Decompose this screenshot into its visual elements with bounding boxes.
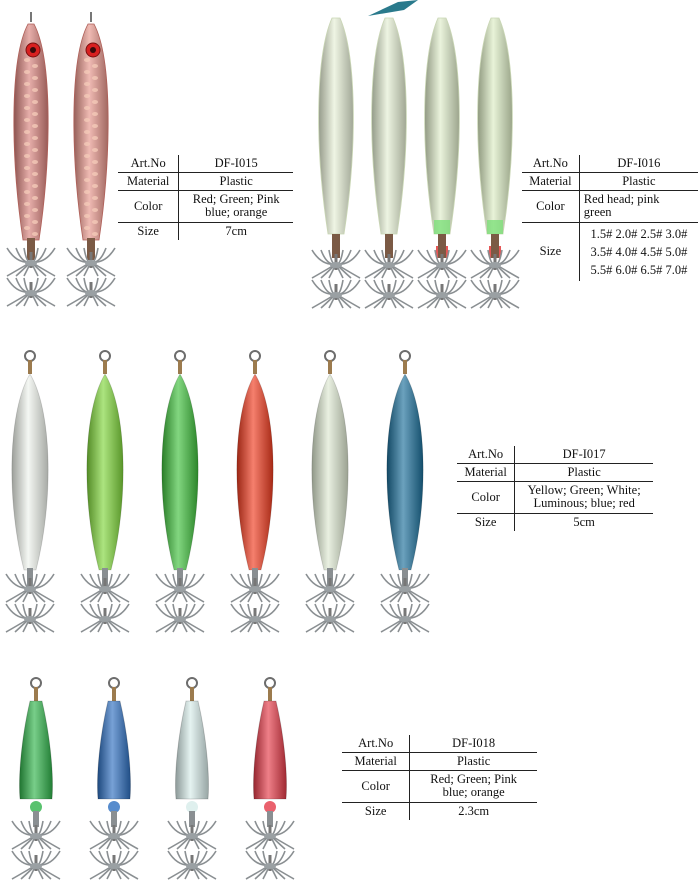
lure-image: [75, 350, 135, 640]
value-art-no: DF-I018: [409, 735, 537, 754]
label-color: Color: [522, 190, 580, 223]
value-size: 7cm: [225, 223, 247, 238]
lure-image: [162, 675, 222, 885]
value-size: 1.5# 2.0# 2.5# 3.0#3.5# 4.0# 4.5# 5.0#5.…: [590, 226, 688, 277]
lure-image: [63, 10, 119, 307]
label-color: Color: [457, 481, 516, 514]
lure-image: [0, 350, 60, 640]
lure-image: [310, 14, 362, 309]
label-material: Material: [522, 172, 580, 192]
label-size: Size: [457, 513, 516, 531]
value-material: Plastic: [409, 752, 537, 772]
value-size: 5cm: [573, 514, 595, 529]
label-material: Material: [118, 172, 180, 192]
label-material: Material: [457, 463, 516, 483]
label-art-no: Art.No: [342, 735, 411, 754]
value-color: Yellow; Green; White;Luminous; blue; red: [514, 481, 653, 514]
lure-image: [469, 14, 521, 309]
lure-image: [150, 350, 210, 640]
label-material: Material: [342, 752, 411, 772]
lure-image: [225, 350, 285, 640]
label-art-no: Art.No: [118, 155, 180, 174]
value-material: Plastic: [178, 172, 293, 192]
lure-image: [240, 675, 300, 885]
value-art-no: DF-I016: [579, 155, 698, 174]
lure-image: [300, 350, 360, 640]
lure-image: [3, 10, 59, 307]
value-material: Plastic: [514, 463, 653, 483]
value-material: Plastic: [579, 172, 698, 192]
lure-image: [6, 675, 66, 885]
lure-image: [375, 350, 435, 640]
label-art-no: Art.No: [522, 155, 580, 174]
value-art-no: DF-I017: [514, 446, 653, 465]
label-size: Size: [342, 802, 411, 820]
lure-image: [363, 14, 415, 309]
decorative-arrow-icon: [368, 0, 418, 16]
value-art-no: DF-I015: [178, 155, 293, 174]
lure-image: [416, 14, 468, 309]
label-art-no: Art.No: [457, 446, 516, 465]
label-color: Color: [342, 770, 411, 803]
label-size: Size: [522, 222, 580, 281]
label-size: Size: [118, 222, 180, 240]
label-color: Color: [118, 190, 180, 223]
value-size: 2.3cm: [458, 803, 490, 818]
lure-image: [84, 675, 144, 885]
